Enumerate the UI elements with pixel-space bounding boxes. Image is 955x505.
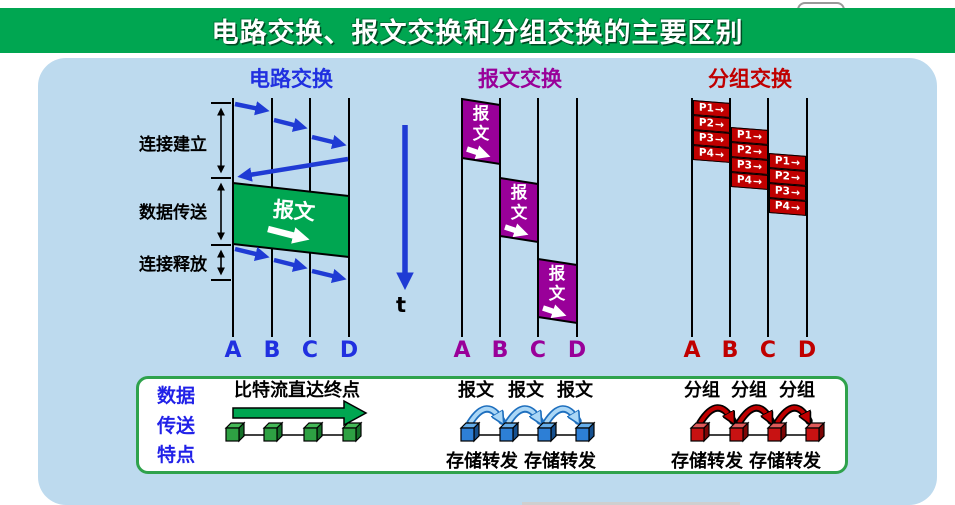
circuit-node-b: B	[263, 338, 281, 363]
packet-cd-p2: P2→	[769, 167, 806, 185]
right-arrow-icon: →	[790, 184, 801, 199]
message-block-label-3: 报文	[548, 264, 566, 303]
packet-store-forward-label-1: 存储转发	[671, 451, 743, 472]
phase-label-setup: 连接建立	[139, 135, 207, 155]
message-feature-label-3: 报文	[557, 380, 593, 401]
packet-node-c: C	[759, 338, 777, 363]
packet-ab-p4: P4→	[693, 144, 730, 162]
packet-store-forward-label-2: 存储转发	[749, 451, 821, 472]
time-axis-label: t	[396, 293, 407, 317]
right-arrow-icon: →	[790, 154, 801, 169]
right-arrow-icon: →	[714, 146, 725, 161]
circuit-node-c: C	[301, 338, 319, 363]
message-feature-label-1: 报文	[458, 380, 494, 401]
right-arrow-icon: →	[790, 169, 801, 184]
message-node-a: A	[453, 338, 471, 363]
page-title: 电路交换、报文交换和分组交换的主要区别	[211, 18, 744, 49]
feature-heading-line-1: 数据	[156, 385, 195, 407]
packet-node-b: B	[721, 338, 739, 363]
packet-bc-p4: P4→	[731, 171, 768, 189]
feature-heading-line-2: 传送	[156, 415, 195, 437]
packet-node-a: A	[683, 338, 701, 363]
packet-feature-label-3: 分组	[779, 380, 815, 401]
circuit-section-title: 电路交换	[249, 67, 333, 91]
packet-bc-p1: P1→	[731, 126, 768, 144]
packet-feature-label-2: 分组	[731, 380, 767, 401]
right-arrow-icon: →	[752, 173, 763, 188]
right-arrow-icon: →	[714, 116, 725, 131]
circuit-feature-caption: 比特流直达终点	[234, 380, 360, 401]
packet-section-title: 分组交换	[708, 67, 792, 91]
phase-label-transfer: 数据传送	[139, 203, 207, 223]
right-arrow-icon: →	[752, 128, 763, 143]
message-node-b: B	[491, 338, 509, 363]
phase-label-release: 连接释放	[139, 255, 207, 275]
circuit-node-a: A	[224, 338, 242, 363]
right-arrow-icon: →	[714, 131, 725, 146]
packet-node-d: D	[797, 338, 817, 363]
packet-feature-label-1: 分组	[684, 380, 720, 401]
message-node-d: D	[567, 338, 587, 363]
message-block-label-2: 报文	[510, 183, 528, 222]
packet-bc-p3: P3→	[731, 156, 768, 174]
message-block-label-1: 报文	[472, 104, 490, 143]
feature-heading-line-3: 特点	[156, 444, 195, 466]
message-node-c: C	[529, 338, 547, 363]
right-arrow-icon: →	[790, 199, 801, 214]
message-store-forward-label-2: 存储转发	[524, 451, 596, 472]
packet-cd-p4: P4→	[769, 197, 806, 215]
packet-ab-p3: P3→	[693, 129, 730, 147]
packet-cd-p3: P3→	[769, 182, 806, 200]
packet-bc-p2: P2→	[731, 141, 768, 159]
message-feature-label-2: 报文	[508, 380, 544, 401]
message-section-title: 报文交换	[478, 67, 562, 91]
bottom-edge-decoration	[522, 502, 740, 505]
packet-ab-p2: P2→	[693, 114, 730, 132]
title-bar: 电路交换、报文交换和分组交换的主要区别	[0, 8, 955, 53]
circuit-message-label: 报文	[272, 197, 317, 225]
message-store-forward-label-1: 存储转发	[446, 451, 518, 472]
right-arrow-icon: →	[752, 158, 763, 173]
packet-cd-p1: P1→	[769, 152, 806, 170]
circuit-node-d: D	[339, 338, 359, 363]
right-arrow-icon: →	[752, 143, 763, 158]
packet-ab-p1: P1→	[693, 99, 730, 117]
right-arrow-icon: →	[714, 101, 725, 116]
